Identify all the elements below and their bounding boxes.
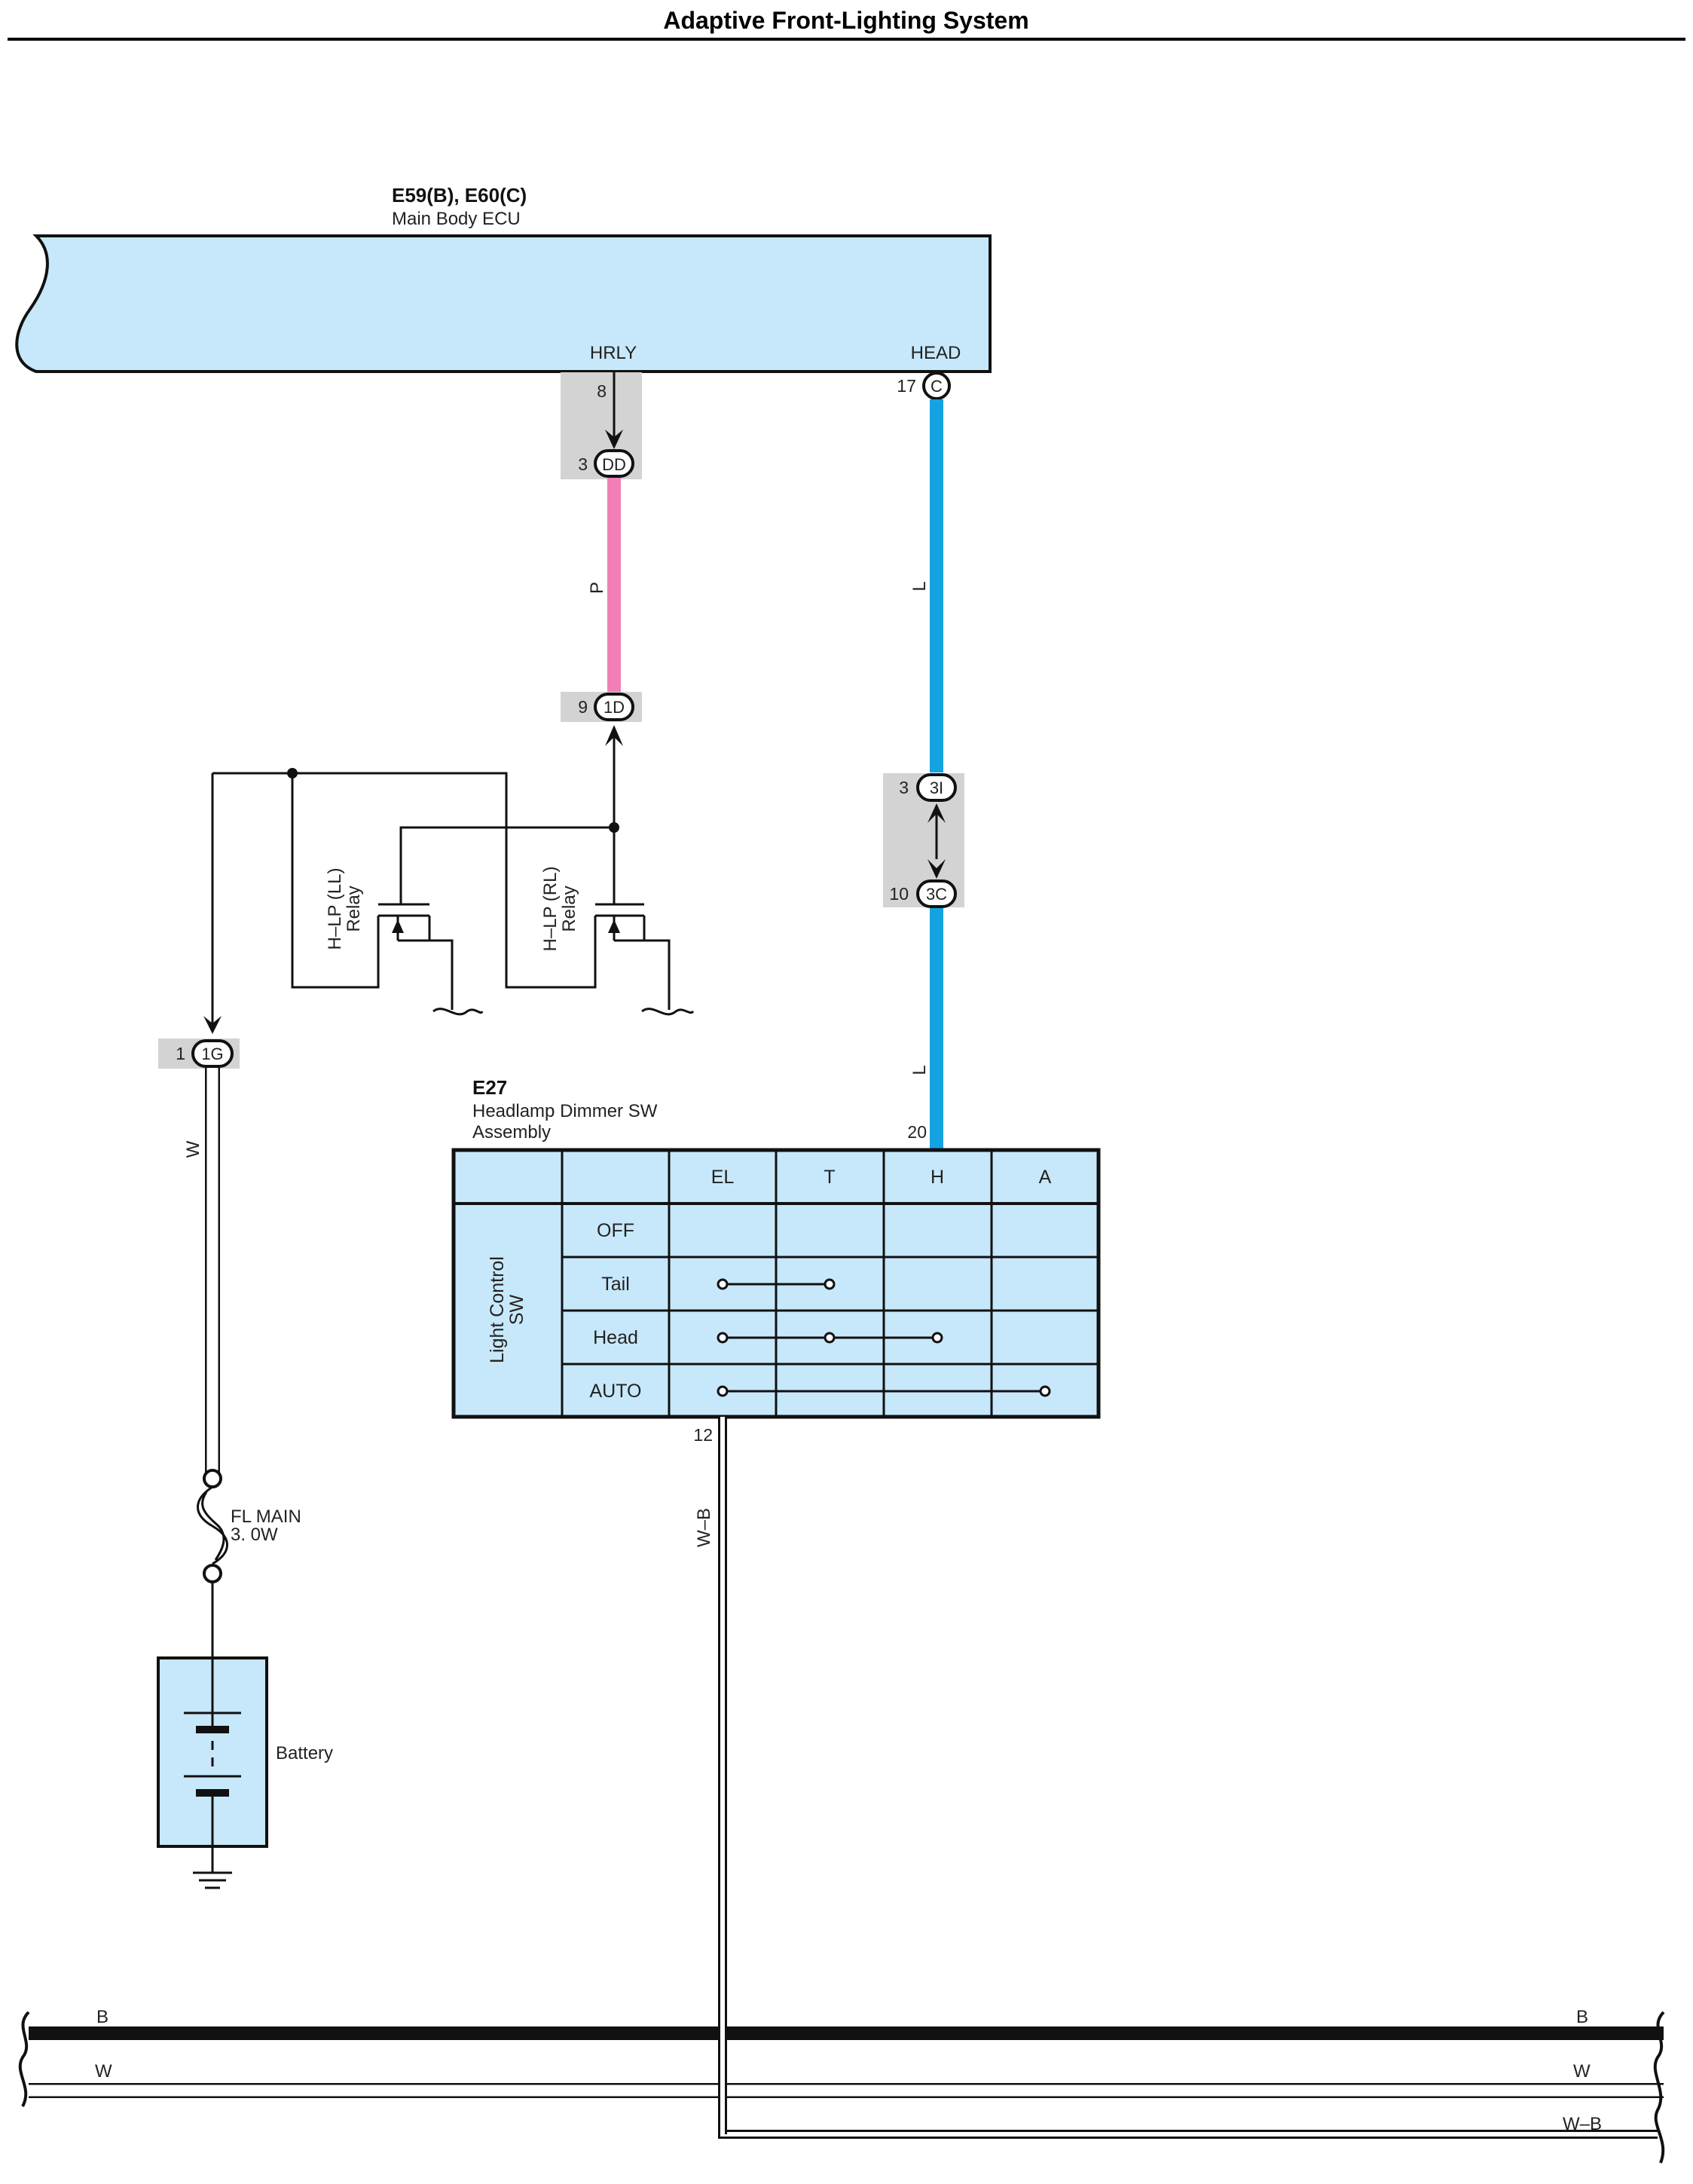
wire-label-blue-lower: L — [909, 1065, 930, 1075]
continuity-head — [717, 1332, 943, 1344]
relay-right-line1: H–LP (RL) — [540, 867, 561, 952]
ecu-name: Main Body ECU — [392, 209, 521, 229]
fuse-rating: 3. 0W — [231, 1525, 278, 1545]
relay-left — [377, 903, 484, 1016]
fuse-terminal-bottom — [203, 1564, 222, 1583]
continuity-auto — [717, 1385, 1051, 1397]
bus-label-w-left: W — [95, 2061, 112, 2082]
switch-row-auto: AUTO — [590, 1381, 642, 1402]
fuse-name: FL MAIN — [231, 1506, 301, 1527]
bus-label-b-right: B — [1576, 2007, 1588, 2027]
connector-3c — [916, 879, 957, 908]
fuse-icon-stroke — [201, 1491, 225, 1561]
wire-relay-power — [212, 772, 597, 989]
pin-hrly: 8 — [597, 381, 607, 401]
bus-label-wb-right: W–B — [1563, 2114, 1602, 2134]
wire-relay-control — [399, 826, 614, 904]
ecu-terminal-head: HEAD — [911, 343, 961, 363]
battery-label: Battery — [276, 1743, 333, 1763]
pin-head: 17 — [897, 376, 916, 396]
connector-1d — [594, 693, 634, 721]
wire-label-pink: P — [587, 582, 607, 594]
ecu-terminal-hrly: HRLY — [590, 343, 637, 363]
relay-right-line2: Relay — [559, 886, 579, 931]
switch-pin-top: 20 — [907, 1122, 927, 1142]
wire-label-blue-upper: L — [909, 581, 930, 591]
switch-name-line2: Assembly — [472, 1122, 551, 1142]
page-title: Adaptive Front-Lighting System — [663, 7, 1028, 34]
switch-col-h: H — [931, 1167, 944, 1188]
switch-col-t: T — [824, 1167, 835, 1188]
connector-3i-label: 3I — [930, 778, 943, 797]
arrow-up-icon — [927, 803, 946, 823]
switch-code: E27 — [472, 1076, 507, 1099]
relay-right — [594, 903, 695, 1016]
battery-plate-neg — [196, 1789, 229, 1797]
bus-label-w-right: W — [1573, 2061, 1591, 2082]
switch-col-a: A — [1039, 1167, 1052, 1188]
connector-dd-label: DD — [602, 455, 626, 474]
wire-relay-power-left — [291, 773, 380, 989]
wire-label-wb: W–B — [694, 1508, 714, 1547]
arrow-down-icon — [927, 859, 946, 879]
break-mark-right — [1653, 2011, 1665, 2164]
connector-head — [922, 372, 951, 400]
switch-col-el: EL — [711, 1167, 735, 1188]
switch-group-label-line1: Light Control — [487, 1256, 508, 1363]
fuse-icon — [197, 1485, 228, 1565]
fuse-terminal-top — [203, 1469, 222, 1488]
switch-pin-bottom: 12 — [693, 1425, 713, 1445]
ground-icon — [193, 1871, 232, 1889]
connector-dd-pin: 3 — [578, 454, 588, 474]
break-mark-left — [18, 2011, 30, 2107]
wire-label-white: W — [183, 1140, 203, 1158]
connector-1d-label: 1D — [604, 698, 625, 717]
ecu-box — [15, 234, 992, 373]
connector-1g — [191, 1039, 234, 1068]
connector-1g-label: 1G — [201, 1045, 223, 1063]
connector-3i — [916, 773, 957, 802]
switch-name-line1: Headlamp Dimmer SW — [472, 1101, 658, 1121]
relay-left-line2: Relay — [344, 886, 364, 931]
bus-label-b-left: B — [96, 2007, 108, 2027]
connector-1g-pin: 1 — [176, 1044, 185, 1063]
continuity-tail — [717, 1278, 836, 1290]
arrow-down-icon — [203, 1016, 222, 1034]
switch-row-tail: Tail — [601, 1274, 630, 1295]
battery-plate-neg — [196, 1726, 229, 1733]
switch-row-off: OFF — [597, 1220, 634, 1241]
arrow-down-icon — [605, 430, 623, 449]
connector-1d-pin: 9 — [578, 697, 588, 717]
connector-3c-label: 3C — [926, 885, 947, 904]
ecu-code: E59(B), E60(C) — [392, 184, 527, 206]
connector-3i-pin: 3 — [899, 778, 909, 797]
connector-dd — [594, 449, 634, 478]
connector-head-label: C — [931, 377, 943, 396]
switch-row-head: Head — [593, 1327, 638, 1348]
connector-3c-pin: 10 — [889, 884, 909, 904]
relay-left-line1: H–LP (LL) — [325, 868, 345, 950]
switch-group-label-line2: SW — [506, 1294, 527, 1325]
